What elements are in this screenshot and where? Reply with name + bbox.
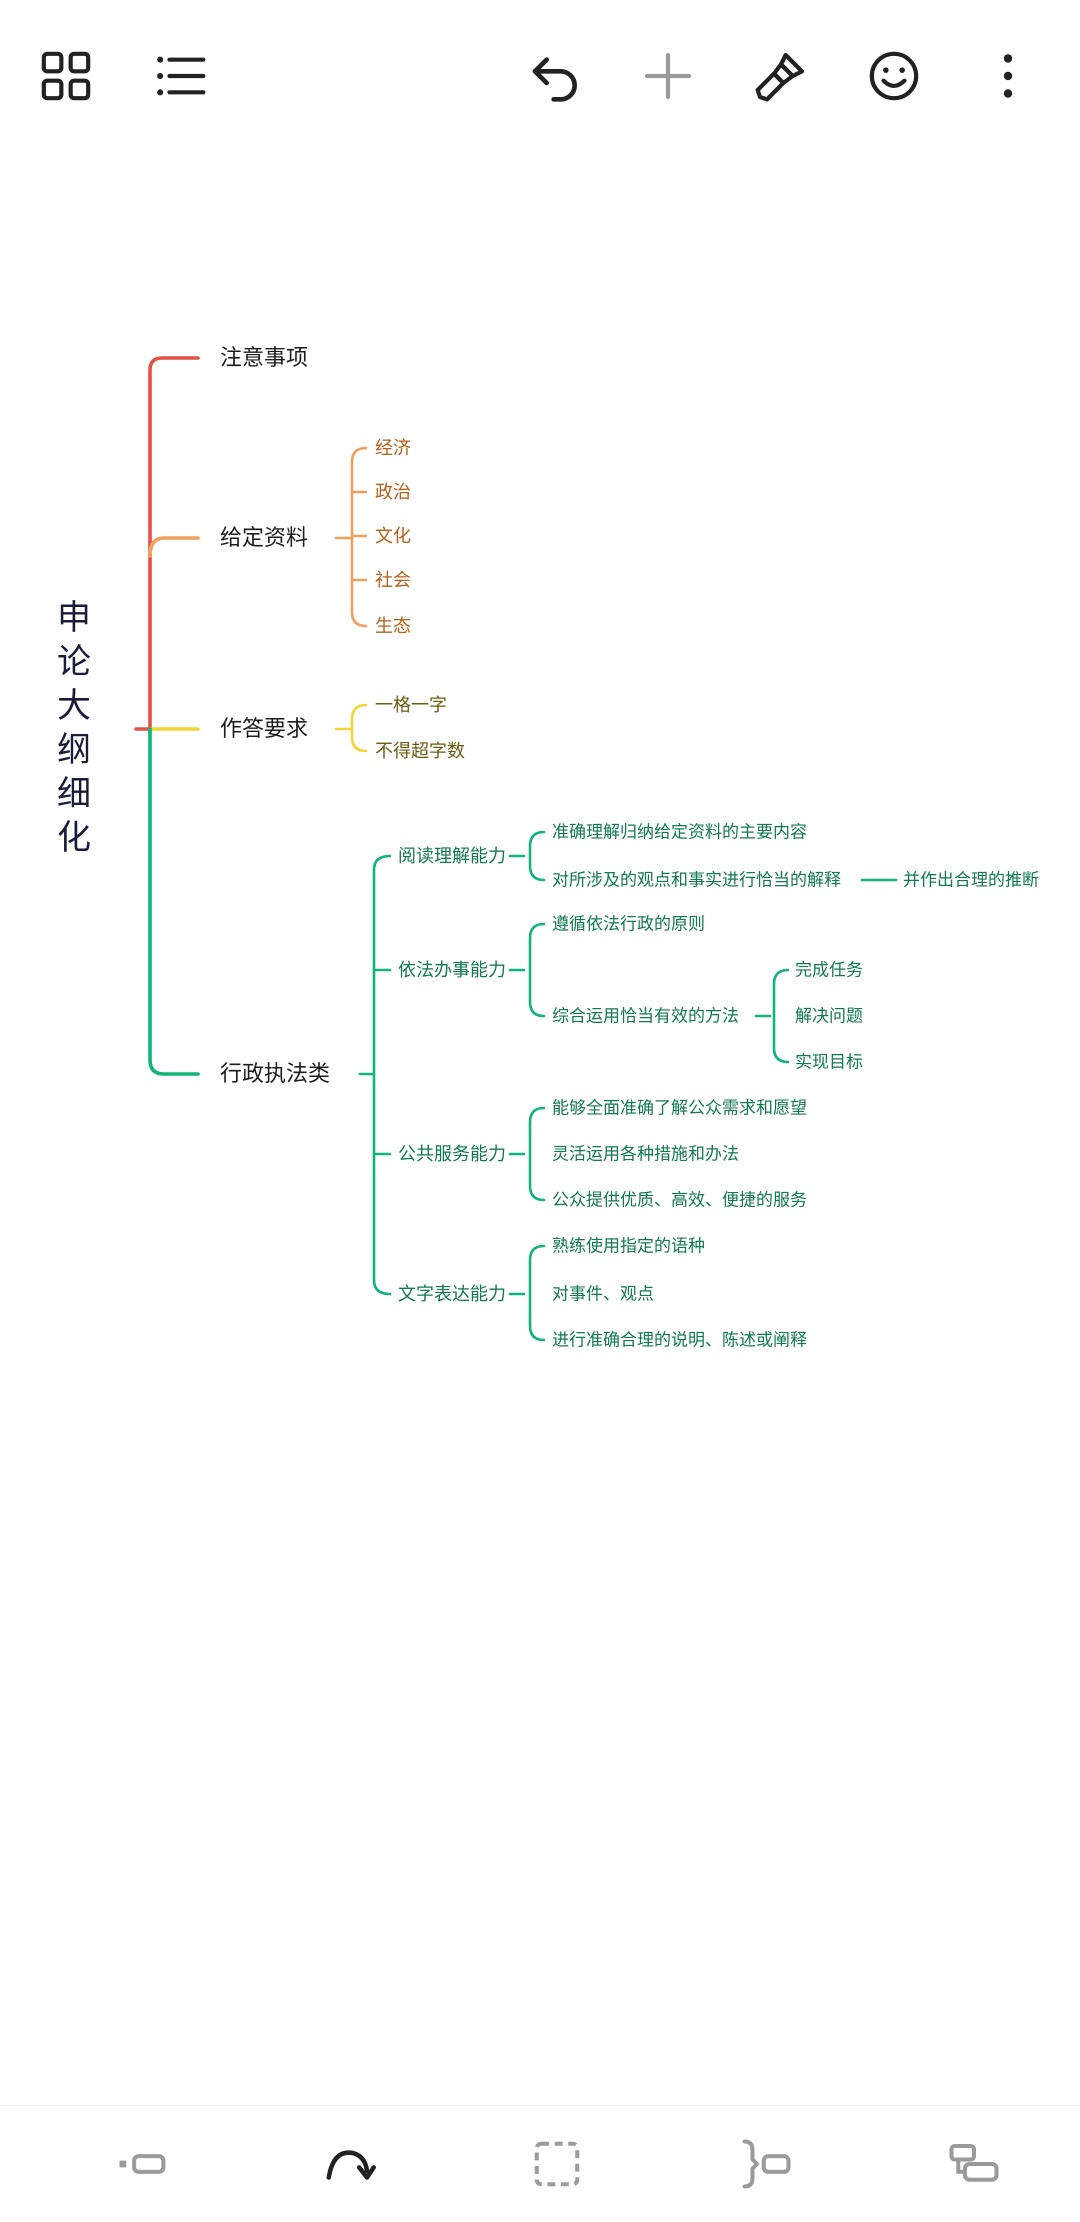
mindmap-root[interactable]: 申论大纲细化: [57, 599, 91, 857]
leaf-quality-service[interactable]: 公众提供优质、高效、便捷的服务: [552, 1190, 807, 1210]
leaf-events-views[interactable]: 对事件、观点: [552, 1284, 654, 1304]
subtopic-reading-comprehension[interactable]: 阅读理解能力: [398, 846, 506, 866]
insert-sibling-icon[interactable]: [102, 2131, 182, 2197]
more-vertical-icon[interactable]: [968, 38, 1048, 114]
top-toolbar: [0, 0, 1080, 150]
subtopic-public-service[interactable]: 公共服务能力: [398, 1144, 506, 1164]
leaf-solve-problem[interactable]: 解决问题: [795, 1006, 863, 1026]
boundary-icon[interactable]: [517, 2131, 597, 2197]
undo-icon[interactable]: [516, 38, 596, 114]
add-icon[interactable]: [628, 38, 708, 114]
subtopic-ecology[interactable]: 生态: [375, 616, 411, 636]
style-brush-icon[interactable]: [741, 38, 821, 114]
topic-admin-law-enforcement[interactable]: 行政执法类: [220, 1061, 331, 1086]
leaf-use-language[interactable]: 熟练使用指定的语种: [552, 1236, 705, 1256]
summary-icon[interactable]: [726, 2131, 806, 2197]
topic-answer-requirements[interactable]: 作答要求: [220, 716, 309, 741]
leaf-complete-task[interactable]: 完成任务: [795, 960, 863, 980]
subtopic-written-expression[interactable]: 文字表达能力: [398, 1284, 506, 1304]
topic-materials[interactable]: 给定资料: [220, 525, 309, 550]
leaf-reasonable-inference[interactable]: 并作出合理的推断: [903, 870, 1039, 890]
emoji-icon[interactable]: [854, 38, 934, 114]
subtopic-society[interactable]: 社会: [375, 570, 411, 590]
subtopic-economy[interactable]: 经济: [375, 438, 411, 458]
leaf-understand-materials[interactable]: 准确理解归纳给定资料的主要内容: [552, 822, 807, 842]
topic-notes[interactable]: 注意事项: [220, 345, 309, 370]
leaf-accurate-explanation[interactable]: 进行准确合理的说明、陈述或阐释: [552, 1330, 807, 1350]
subtopic-politics[interactable]: 政治: [375, 482, 411, 502]
leaf-flexible-measures[interactable]: 灵活运用各种措施和办法: [552, 1144, 739, 1164]
leaf-follow-law-principle[interactable]: 遵循依法行政的原则: [552, 914, 705, 934]
leaf-achieve-goal[interactable]: 实现目标: [795, 1052, 863, 1072]
leaf-use-effective-methods[interactable]: 综合运用恰当有效的方法: [552, 1006, 739, 1026]
subtopic-culture[interactable]: 文化: [375, 526, 411, 546]
grid-icon[interactable]: [26, 38, 106, 114]
insert-parent-icon[interactable]: [934, 2131, 1014, 2197]
bottom-toolbar: [0, 2105, 1080, 2222]
outline-list-icon[interactable]: [140, 38, 220, 114]
subtopic-one-char-per-cell[interactable]: 一格一字: [375, 695, 447, 715]
leaf-understand-public-needs[interactable]: 能够全面准确了解公众需求和愿望: [552, 1098, 807, 1118]
subtopic-lawful-handling[interactable]: 依法办事能力: [398, 960, 506, 980]
relationship-curve-icon[interactable]: [309, 2131, 389, 2197]
leaf-explain-views[interactable]: 对所涉及的观点和事实进行恰当的解释: [552, 870, 841, 890]
subtopic-word-limit[interactable]: 不得超字数: [375, 741, 465, 761]
